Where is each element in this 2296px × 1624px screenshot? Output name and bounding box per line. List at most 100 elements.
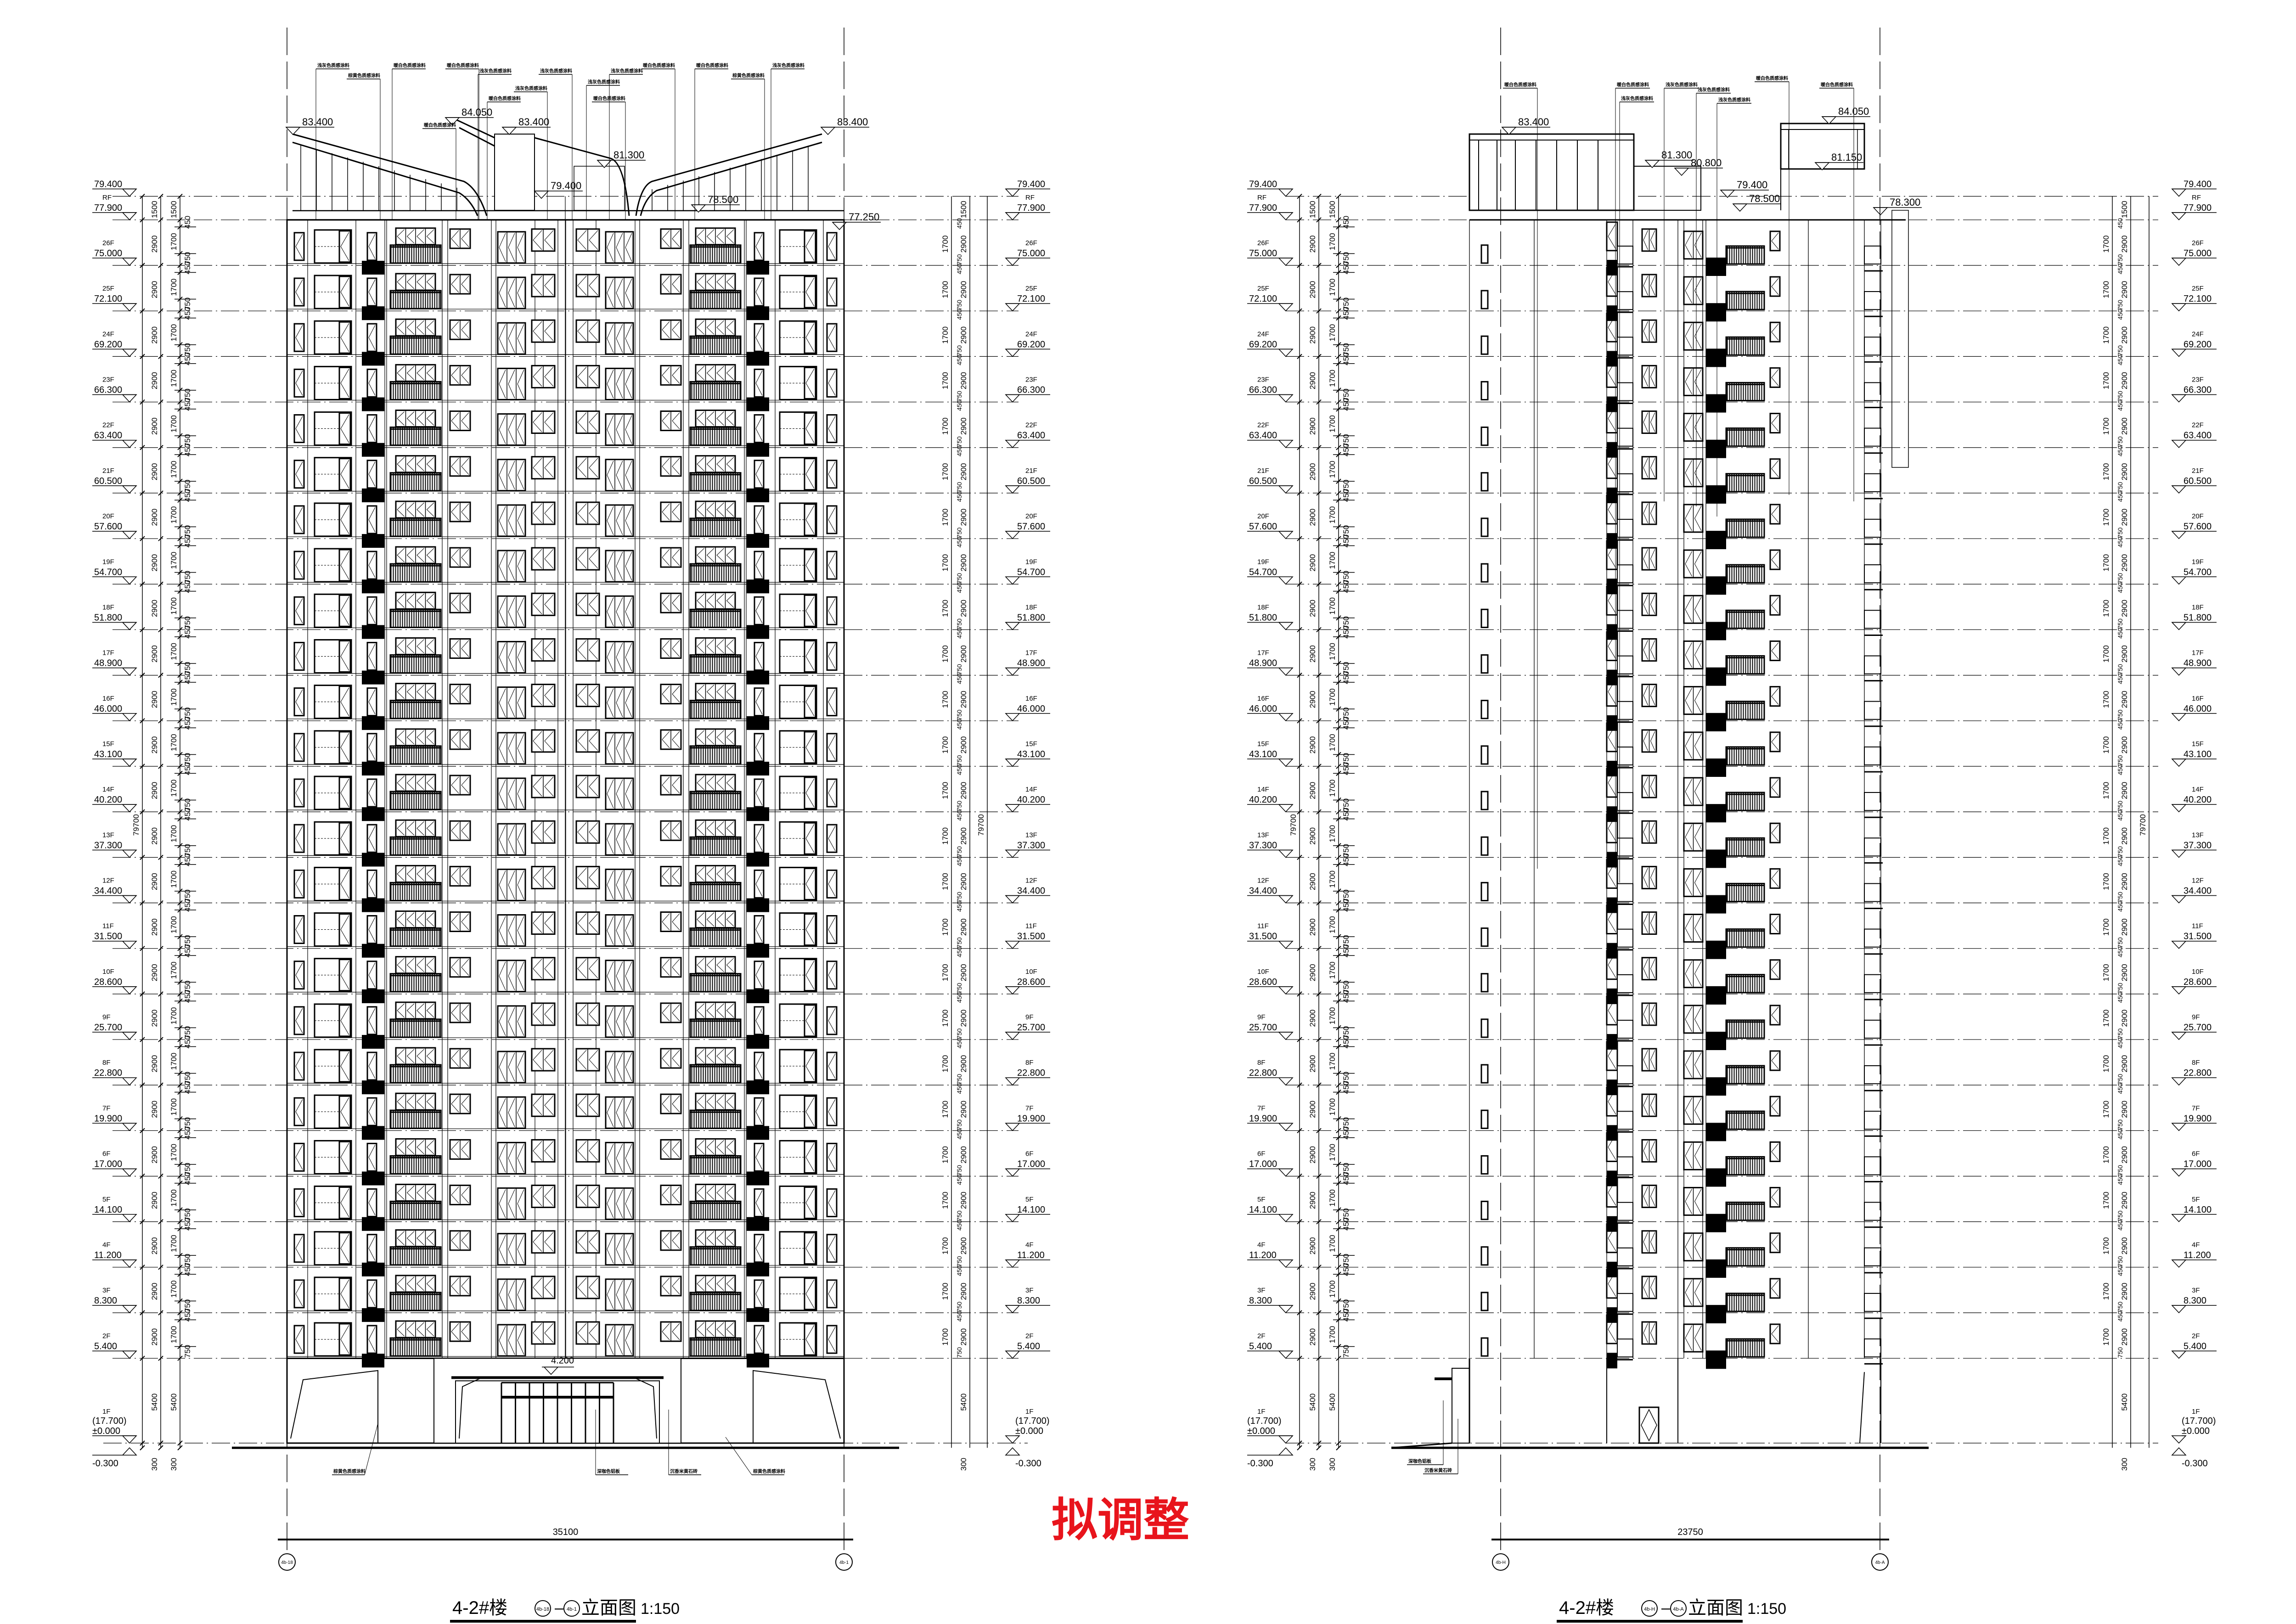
window-opening-icon [697,502,704,517]
window-opening-icon [1650,412,1655,432]
edge-panel [1864,1247,1881,1266]
dimension-tick [158,1219,163,1225]
dimension-window-height: 1700 [2102,1328,2110,1346]
window-small [1617,1111,1633,1130]
level-floor-name: 23F [2192,376,2204,384]
dimension-tick [177,991,183,997]
material-note: 沉香米黄石砖 [1424,1467,1452,1473]
dimension-floor-height: 2900 [150,463,159,480]
dimension-floor-height: 2900 [2120,873,2129,890]
window-opening-icon [672,1050,680,1067]
level-floor-name: 18F [2192,603,2204,611]
level-floor-name: 26F [2192,239,2204,247]
window-opening-icon [828,1099,836,1124]
dimension-tick [1297,1082,1302,1088]
window-opening-icon [805,915,815,944]
dimension-sill: 750 [1342,1163,1351,1175]
window-opening-icon [577,1232,587,1252]
level-floor-name: 8F [102,1059,111,1067]
dimension-parapet: 1500 [169,201,178,218]
level-elevation: 17.000 [1249,1159,1277,1169]
window [497,459,526,492]
window-opening-icon [1650,686,1655,705]
window-opening-icon [625,1052,632,1082]
window-opening-icon [607,1052,614,1082]
window-opening-icon [697,320,704,335]
black-panel [1706,895,1726,914]
window-opening-icon [544,868,554,888]
dimension-sill: 750 [2116,709,2124,720]
window-opening-icon [805,1325,815,1354]
dimension-sill: 750 [2116,300,2124,311]
black-panel [1607,943,1617,959]
side-window [1480,244,1489,264]
window-opening-icon [672,594,680,612]
ground-floor-name: 1F [1257,1408,1266,1416]
window-opening-icon [706,1049,715,1063]
window-opening-icon [625,324,632,353]
window-opening-icon [577,1050,587,1070]
level-floor-name: 14F [1257,786,1269,793]
window [826,596,838,625]
window-opening-icon [426,1140,434,1154]
window-opening-icon [406,1322,415,1337]
level-elevation: 8.300 [94,1296,117,1306]
window [754,323,765,352]
level-elevation: 8.300 [2183,1296,2206,1306]
balcony-railing [689,1337,742,1357]
dimension-sill: 750 [183,1117,192,1130]
dimension-sill: 750 [2116,983,2124,994]
black-panel [362,579,384,594]
window-opening-icon [616,961,623,990]
window-opening-icon [406,548,415,562]
dimension-plinth: 300 [959,1458,968,1471]
window [605,413,634,446]
window [826,1325,838,1354]
dimension-tick [1316,490,1322,496]
dimension-sill: 750 [183,616,192,629]
dimension-tick [1297,672,1302,678]
window-opening-icon [726,502,734,517]
window-opening-icon [755,1281,763,1307]
material-note: 暖白色质感涂料 [489,96,521,101]
black-panel [747,352,769,366]
dimension-tick [1316,1264,1322,1270]
window-opening-icon [662,1277,670,1295]
window [1769,413,1781,434]
window [366,551,377,580]
side-window [1480,608,1489,628]
dimension-floor-height: 2900 [1308,782,1317,799]
window-opening-icon [662,1095,670,1113]
window-opening-icon [716,1276,724,1291]
window-opening-icon [295,552,303,578]
black-panel [362,1035,384,1049]
window-opening-icon [662,1323,670,1340]
window [826,460,838,489]
window-opening-icon [755,917,763,942]
window-opening-icon [340,1279,349,1309]
window-opening-icon [368,507,376,533]
window-opening-icon [397,1322,405,1337]
dimension-tick [1316,1082,1322,1088]
window-opening-icon [397,275,405,289]
window-opening-icon [533,1004,542,1024]
dimension-tick [140,263,145,268]
window-opening-icon [589,412,598,432]
balcony-railing [1725,336,1765,356]
dimension-floor-height: 2900 [959,600,968,617]
level-floor-name: 9F [1025,1013,1034,1021]
window-opening-icon [397,1140,405,1154]
dimension-tick [158,217,163,223]
window-opening-icon [1771,278,1779,295]
window [804,1141,816,1174]
window-opening-icon [607,961,614,990]
dimension-tick [177,854,183,860]
window-opening-icon [368,552,376,578]
dimension-window-height: 1700 [2102,554,2110,572]
window-opening-icon [716,457,724,472]
black-panel [1706,758,1726,777]
window [366,687,377,717]
side-window [1480,472,1489,492]
window-opening-icon [340,915,349,944]
window [497,1187,526,1220]
